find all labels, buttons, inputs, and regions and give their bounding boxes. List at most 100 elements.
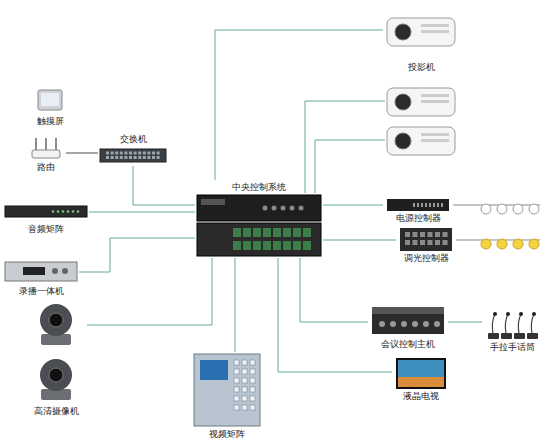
label-box: 调光控制器 [396, 252, 456, 264]
device-node: 中央控制系统 [195, 180, 323, 258]
device-node: 手拉手话筒 [482, 310, 542, 354]
projector-vent [421, 24, 449, 27]
io-module [303, 241, 311, 250]
matrix-button [250, 360, 255, 365]
switch-port [106, 156, 109, 159]
mic-stem [531, 314, 534, 334]
mic-base [514, 333, 525, 339]
switch-port [147, 156, 150, 159]
bulb [529, 204, 539, 214]
switch-port [157, 152, 160, 155]
matrix-button [242, 396, 247, 401]
router-body [32, 150, 60, 158]
projector-body [387, 127, 455, 155]
matrix-button [234, 396, 239, 401]
switch-port [138, 156, 141, 159]
recorder-icon [5, 262, 77, 281]
rack-unit [197, 195, 321, 221]
device-icon [482, 310, 542, 341]
matrix-button [234, 378, 239, 383]
switch-port [111, 152, 114, 155]
tablet-body [38, 90, 62, 110]
matrix-button [250, 396, 255, 401]
switch-port [115, 152, 118, 155]
power-rack [387, 199, 449, 211]
projector-body [387, 18, 455, 46]
device-label: 调光控制器 [396, 252, 456, 264]
rack-button [263, 206, 268, 211]
audio-icon [5, 206, 87, 217]
io-module [283, 241, 291, 250]
matrix-button [242, 378, 247, 383]
conf-knob [390, 321, 396, 327]
mics-icon [488, 312, 538, 339]
connection-line [448, 322, 482, 323]
device-label: 中央控制系统 [195, 181, 323, 193]
connection-line [89, 212, 195, 213]
router-antenna [55, 138, 57, 151]
switch-port [124, 152, 127, 155]
connection-line [133, 166, 195, 205]
connection-line [79, 238, 195, 272]
matrix-button [234, 405, 239, 410]
matrix-button [242, 387, 247, 392]
conf-knob [434, 321, 440, 327]
switch-port [120, 152, 123, 155]
power-switch [413, 203, 415, 207]
connection-line [323, 240, 396, 241]
device-icon [190, 352, 264, 428]
dimmer-channel [435, 232, 440, 237]
io-module [273, 228, 281, 237]
matrix-button [234, 360, 239, 365]
mic-head [506, 312, 510, 316]
dimmer-channel [405, 240, 410, 245]
device-node: 音频矩阵 [3, 200, 89, 236]
central-icon [197, 195, 321, 256]
rack-unit [197, 223, 321, 256]
dimmer-channel [443, 232, 448, 237]
io-module [293, 241, 301, 250]
status-led [72, 210, 74, 212]
switch-port [152, 156, 155, 159]
matrix-button [250, 369, 255, 374]
power-switch [417, 203, 419, 207]
device-label: 音频矩阵 [3, 223, 89, 235]
connection-line [300, 258, 368, 322]
matrix-button [242, 369, 247, 374]
mic-head [532, 312, 536, 316]
io-module [263, 241, 271, 250]
mic-base [527, 333, 538, 339]
recorder-knob [62, 268, 68, 274]
tv-frame [396, 358, 446, 389]
matrix-button [242, 360, 247, 365]
projector-lens [395, 24, 411, 40]
wire [315, 140, 385, 193]
connection-line [323, 205, 383, 206]
io-module [303, 228, 311, 237]
mic-head [493, 312, 497, 316]
switch-icon [100, 149, 166, 162]
conf-icon [372, 307, 444, 334]
device-label: 交换机 [98, 133, 168, 145]
device-label: 投影机 [383, 61, 459, 73]
switch-port [111, 156, 114, 159]
label-box: 手拉手话筒 [482, 341, 542, 353]
status-led [57, 210, 59, 212]
matrix-screen [200, 360, 228, 380]
label-box: 高清摄像机 [25, 405, 87, 417]
switch-port [157, 156, 160, 159]
device-icon [383, 197, 453, 212]
conf-body [372, 314, 444, 334]
device-icon [30, 86, 70, 115]
wire [453, 205, 540, 206]
camera-dome [40, 304, 72, 336]
switch-port [129, 156, 132, 159]
dimmer-channel [413, 232, 418, 237]
dimmer-channel [435, 240, 440, 245]
status-led [67, 210, 69, 212]
projector-icon [387, 88, 455, 116]
camera-lens [49, 368, 63, 382]
bulb [513, 239, 523, 249]
io-module [233, 241, 241, 250]
switch-port [143, 152, 146, 155]
